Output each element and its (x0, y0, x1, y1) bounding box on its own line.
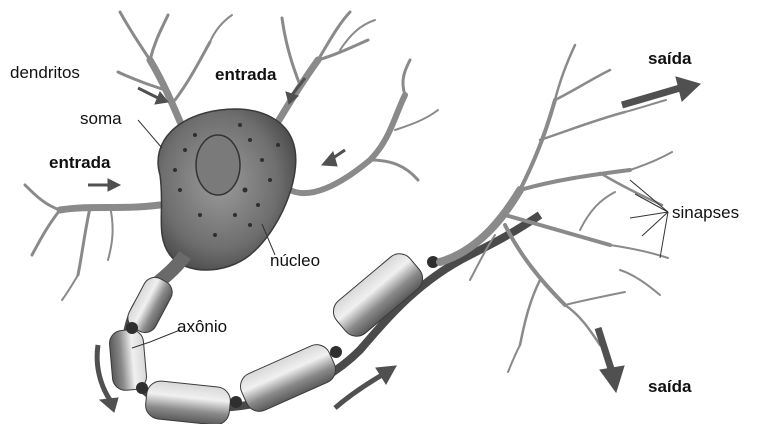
sinapses-label: sinapses (672, 204, 739, 221)
entrada-left-label: entrada (49, 154, 110, 171)
axon-terminals (440, 45, 672, 372)
saida-top-label: saída (648, 50, 691, 67)
soma-label: soma (80, 110, 122, 127)
saida-bottom-label: saída (648, 378, 691, 395)
dendritos-label: dendritos (10, 64, 80, 81)
entrada-top-label: entrada (215, 66, 276, 83)
nucleus (196, 135, 240, 195)
axonio-label: axônio (177, 318, 227, 335)
nucleo-label: núcleo (270, 252, 320, 269)
